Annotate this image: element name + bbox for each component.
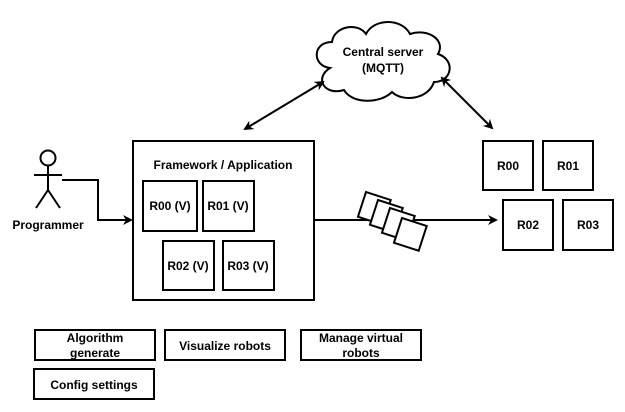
virtual-robot-label: R03 (V) [227, 259, 268, 273]
actor-leg-right [47, 189, 61, 209]
feature-manage-virtual-robots [300, 329, 422, 361]
physical-robot-label: R01 [557, 159, 579, 173]
physical-robot-r03 [562, 199, 614, 251]
actor-label: Programmer [12, 218, 84, 232]
virtual-robot-label: R00 (V) [149, 199, 190, 213]
feature-label: Algorithm [67, 331, 124, 345]
virtual-robot-label: R02 (V) [167, 259, 208, 273]
central-server-cloud: Central server (MQTT) [315, 21, 451, 102]
feature-label: Visualize robots [179, 339, 271, 353]
feature-label: robots [342, 346, 380, 360]
cloud-label-line1: Central server [343, 45, 424, 59]
feature-visualize-robots [164, 329, 286, 361]
feature-label: generate [70, 346, 120, 360]
physical-robot-label: R00 [497, 159, 519, 173]
virtual-robot-r03 [222, 240, 275, 291]
feature-boxes: Algorithm generate Visualize robots Mana… [33, 329, 422, 400]
programmer-to-framework-connector [62, 179, 133, 225]
feature-config-settings [33, 368, 155, 400]
feature-algorithm-generate [34, 329, 156, 361]
physical-robot-label: R03 [577, 218, 599, 232]
actor-head [39, 149, 57, 167]
message-packets-icon [356, 190, 428, 253]
feature-label: Manage virtual [319, 331, 403, 345]
framework-cloud-arrow [243, 80, 325, 131]
virtual-robot-r00 [142, 180, 198, 232]
message-packet [392, 216, 428, 253]
feature-label: Config settings [50, 378, 138, 392]
physical-robots: R00 R01 R02 R03 [482, 140, 614, 251]
cloud-robots-arrow [440, 76, 494, 130]
cloud-shape [315, 21, 451, 102]
virtual-robot-label: R01 (V) [207, 199, 248, 213]
cloud-label-line2: (MQTT) [362, 61, 404, 75]
physical-robot-label: R02 [517, 218, 539, 232]
physical-robot-r02 [502, 199, 554, 251]
physical-robot-r00 [482, 140, 534, 191]
physical-robot-r01 [542, 140, 594, 191]
framework-title: Framework / Application [154, 158, 293, 172]
virtual-robot-r02 [162, 240, 215, 291]
actor-leg-left [35, 189, 49, 209]
programmer-actor: Programmer [12, 149, 84, 232]
framework-application-box: Framework / Application R00 (V) R01 (V) … [132, 140, 315, 301]
virtual-robot-r01 [202, 180, 255, 232]
